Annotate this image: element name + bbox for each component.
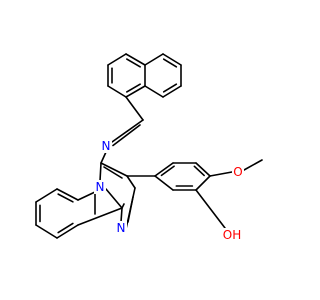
bond-14 — [162, 58, 178, 68]
bond-19 — [100, 151, 107, 164]
bond-51 — [243, 159, 263, 171]
bond-17 — [111, 119, 144, 143]
bond-44 — [195, 162, 211, 177]
bond-4 — [126, 83, 141, 93]
bond-3 — [125, 85, 146, 98]
bond-45 — [193, 165, 205, 177]
label-bg-bridge-n — [94, 180, 106, 194]
bond-36 — [56, 224, 79, 239]
bond-49 — [154, 175, 174, 191]
label-bg-methoxy-o — [232, 165, 244, 179]
bond-18 — [112, 124, 141, 147]
atom-labels: N N N O OH — [94, 139, 244, 242]
bond-10 — [162, 85, 182, 98]
bond-42 — [160, 165, 175, 177]
label-bg-hydroxyl — [221, 228, 243, 242]
bond-38 — [77, 207, 123, 226]
label-bg-imidazole-n — [115, 221, 127, 235]
bond-23 — [105, 188, 123, 209]
bond-50 — [209, 171, 233, 177]
bond-13 — [162, 53, 182, 66]
bond-6 — [125, 53, 146, 66]
bond-8 — [107, 53, 127, 66]
label-bg-imine-n — [100, 139, 112, 153]
bond-11 — [162, 83, 178, 93]
atom-label-imine-n: N — [102, 139, 111, 153]
bond-30 — [56, 188, 79, 201]
bond-52 — [195, 189, 226, 229]
bond-24 — [120, 207, 123, 223]
bond-27 — [127, 196, 134, 223]
atom-label-methoxy-o: O — [233, 165, 242, 179]
bond-21 — [100, 162, 128, 177]
atom-label-imidazole-n: N — [117, 221, 126, 235]
bond-15 — [144, 53, 164, 66]
bond-32 — [35, 188, 58, 203]
bonds — [35, 53, 263, 239]
bond-28 — [126, 175, 136, 189]
structure-diagram: N N N O OH — [35, 53, 263, 242]
atom-label-hydroxyl: OH — [223, 228, 241, 242]
bond-31 — [57, 193, 74, 203]
molecule-canvas: N N N O OH — [35, 53, 263, 242]
bond-37 — [57, 222, 74, 234]
bond-46 — [195, 175, 211, 191]
bond-7 — [126, 58, 141, 68]
bond-2 — [107, 85, 127, 98]
bond-20 — [99, 162, 102, 182]
bond-9 — [144, 85, 164, 98]
bond-29 — [77, 191, 96, 201]
bond-35 — [35, 224, 58, 239]
bond-16 — [125, 96, 144, 121]
bond-22 — [103, 166, 123, 179]
atom-label-bridgehead-n: N — [96, 180, 105, 194]
bond-41 — [154, 162, 174, 177]
